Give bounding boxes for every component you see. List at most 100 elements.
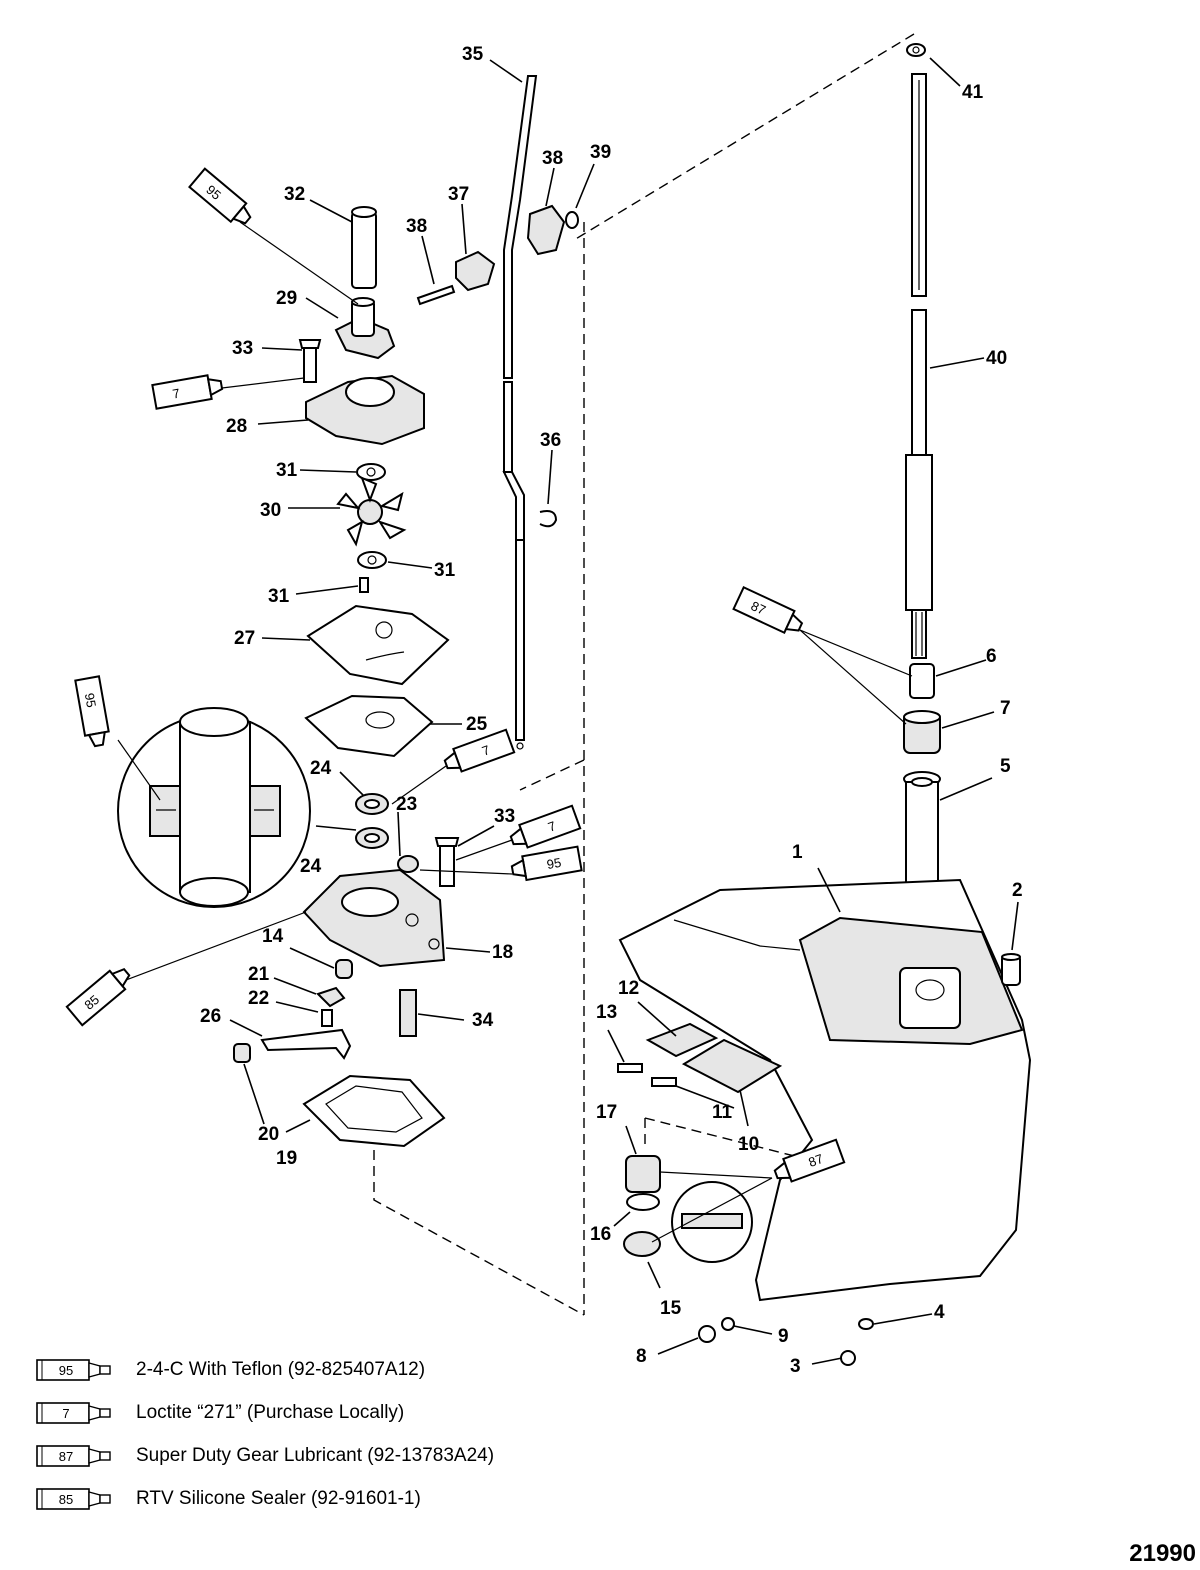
part-washer-9 (721, 1317, 735, 1331)
tube-7-a: 7 (151, 374, 224, 410)
tube-icon: 87 (36, 1444, 111, 1467)
callout-8: 8 (636, 1346, 647, 1367)
callout-20: 20 (258, 1124, 279, 1145)
callout-7: 7 (1000, 698, 1011, 719)
callout-14: 14 (262, 926, 284, 947)
callout-2: 2 (1012, 880, 1023, 901)
tube-7-c: 7 (509, 804, 582, 849)
water-pump-group (298, 206, 460, 887)
tube-7-b: 7 (443, 728, 516, 773)
callout-15: 15 (660, 1298, 682, 1319)
part-washer-16 (626, 1193, 660, 1211)
callout-13: 13 (596, 1002, 617, 1023)
callout-23: 23 (396, 794, 417, 815)
part-gasket-19 (302, 1074, 446, 1148)
callout-4: 4 (934, 1302, 945, 1323)
part-screw-8 (698, 1325, 716, 1343)
legend-text: Loctite “271” (Purchase Locally) (136, 1401, 405, 1423)
tube-label: 87 (749, 598, 768, 618)
part-screw-22 (321, 1009, 333, 1027)
tube-label: 87 (806, 1151, 825, 1170)
callout-22: 22 (248, 988, 269, 1009)
legend-code: 7 (62, 1406, 69, 1421)
bushing-hardware (416, 204, 579, 306)
callout-33-lower: 33 (494, 806, 515, 827)
callout-12: 12 (618, 978, 639, 999)
tube-label: 7 (171, 386, 181, 402)
part-washer-4 (858, 1318, 874, 1330)
legend-code: 87 (59, 1449, 73, 1464)
tube-87-a: 87 (732, 585, 804, 635)
callout-17: 17 (596, 1102, 617, 1123)
callout-10: 10 (738, 1134, 759, 1155)
part-grommet-14 (335, 959, 353, 979)
tube-95-c: 95 (510, 845, 583, 882)
callout-labels: 1 2 3 4 5 6 7 8 9 10 11 12 13 14 15 16 1… (200, 44, 1023, 1377)
part-washer-41 (906, 43, 926, 57)
callout-3: 3 (790, 1356, 801, 1377)
callout-9: 9 (778, 1326, 789, 1347)
tube-label: 7 (480, 742, 492, 759)
part-impeller-30 (336, 476, 407, 547)
legend-row: 85 RTV Silicone Sealer (92-91601-1) (36, 1477, 494, 1520)
lubricant-tubes: 95 7 95 85 7 7 (65, 167, 913, 1243)
callout-18: 18 (492, 942, 513, 963)
callout-32: 32 (284, 184, 305, 205)
gear-housing-group (617, 878, 1032, 1366)
legend-row: 7 Loctite “271” (Purchase Locally) (36, 1391, 494, 1434)
tube-icon: 85 (36, 1487, 111, 1510)
callout-24-lower: 24 (300, 856, 322, 877)
callout-30: 30 (260, 500, 281, 521)
part-drive-shaft-40 (911, 309, 927, 459)
legend-code: 95 (59, 1363, 73, 1378)
tube-87-b: 87 (773, 1138, 846, 1183)
callout-26: 26 (200, 1006, 221, 1027)
callout-31-right: 31 (434, 560, 456, 581)
tube-85: 85 (65, 968, 131, 1027)
callout-40: 40 (986, 348, 1007, 369)
part-washer-31 (356, 463, 386, 481)
callout-38-screw: 38 (406, 216, 427, 237)
part-tube-32 (351, 211, 377, 289)
part-bracket-38 (526, 204, 566, 256)
callout-41: 41 (962, 82, 984, 103)
callout-leaders (229, 57, 1019, 1365)
part-screw-3 (840, 1350, 856, 1366)
part-tube-26 (260, 1028, 352, 1060)
shift-rod-group (502, 75, 558, 750)
part-block-34 (399, 989, 417, 1037)
seal-detail-view (117, 707, 311, 908)
part-grommet-20 (233, 1043, 251, 1063)
legend-code: 85 (59, 1492, 73, 1507)
callout-28: 28 (226, 416, 247, 437)
callout-11: 11 (712, 1102, 733, 1123)
callout-27: 27 (234, 628, 255, 649)
part-bearing-6 (909, 663, 935, 699)
legend-text: 2-4-C With Teflon (92-825407A12) (136, 1358, 426, 1380)
callout-38-bracket: 38 (542, 148, 563, 169)
part-gasket-25 (304, 694, 434, 758)
callout-6: 6 (986, 646, 997, 667)
callout-19: 19 (276, 1148, 297, 1169)
part-bushing-23 (397, 855, 419, 873)
callout-21: 21 (248, 964, 270, 985)
callout-5: 5 (1000, 756, 1011, 777)
tube-95-b: 95 (74, 675, 110, 748)
part-plate-21 (316, 986, 346, 1008)
callout-33-upper: 33 (232, 338, 253, 359)
callout-1: 1 (792, 842, 803, 863)
part-anode-12 (645, 1022, 719, 1058)
callout-34: 34 (472, 1010, 494, 1031)
part-pump-base-18 (302, 868, 446, 968)
callout-36: 36 (540, 430, 561, 451)
callout-24-upper: 24 (310, 758, 332, 779)
tube-95-a: 95 (188, 167, 252, 225)
part-drive-shaft-lower (905, 454, 933, 611)
part-screw-13 (617, 1063, 643, 1073)
part-anode-10 (681, 1038, 783, 1094)
tube-icon: 7 (36, 1401, 111, 1424)
callout-31-lower: 31 (268, 586, 290, 607)
callout-35: 35 (462, 44, 484, 65)
callout-39: 39 (590, 142, 611, 163)
callout-37: 37 (448, 184, 469, 205)
